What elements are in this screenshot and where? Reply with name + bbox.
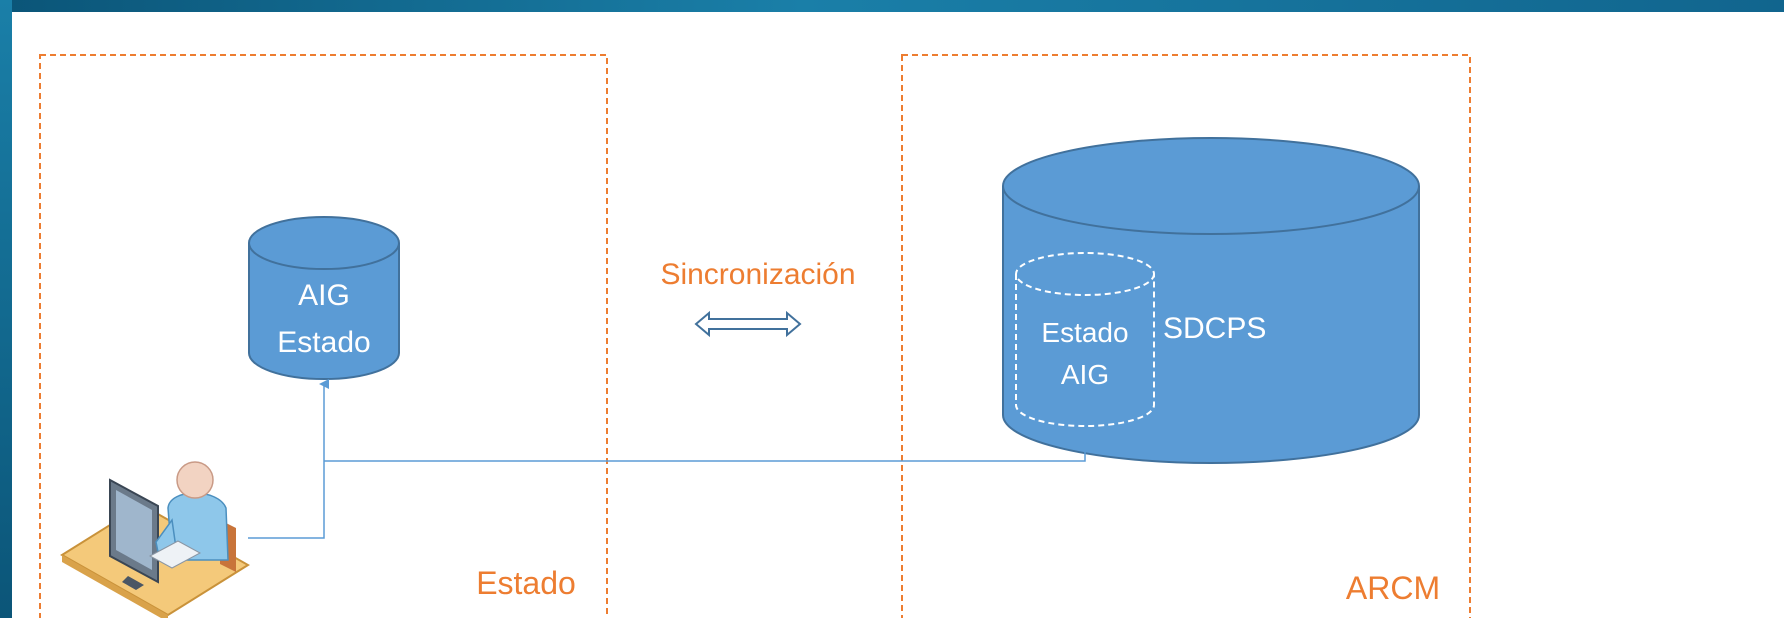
db-estado-aig-inner: Estado AIG (1015, 252, 1155, 427)
user-workstation-icon (60, 461, 250, 618)
window-frame-top (0, 0, 1784, 12)
db-aig-estado-line1: AIG (298, 279, 350, 312)
db-sdcps-label: SDCPS (1163, 312, 1266, 345)
sync-label: Sincronización (660, 258, 855, 291)
zone-arcm-label: ARCM (1346, 570, 1440, 606)
zone-arcm-box (901, 54, 1471, 618)
zone-estado-box (39, 54, 608, 618)
db-estado-aig-line2: AIG (1061, 359, 1109, 390)
sync-double-arrow-icon (694, 310, 802, 338)
zone-estado-label: Estado (476, 565, 576, 601)
db-aig-estado: AIG Estado (248, 216, 400, 380)
db-estado-aig-line1: Estado (1041, 317, 1128, 348)
window-frame-left (0, 0, 12, 618)
db-aig-estado-line2: Estado (277, 326, 370, 359)
connector-user-to-aig (248, 379, 329, 539)
connector-aig-to-sdcps (324, 451, 1086, 462)
db-sdcps: SDCPS (1002, 137, 1420, 464)
